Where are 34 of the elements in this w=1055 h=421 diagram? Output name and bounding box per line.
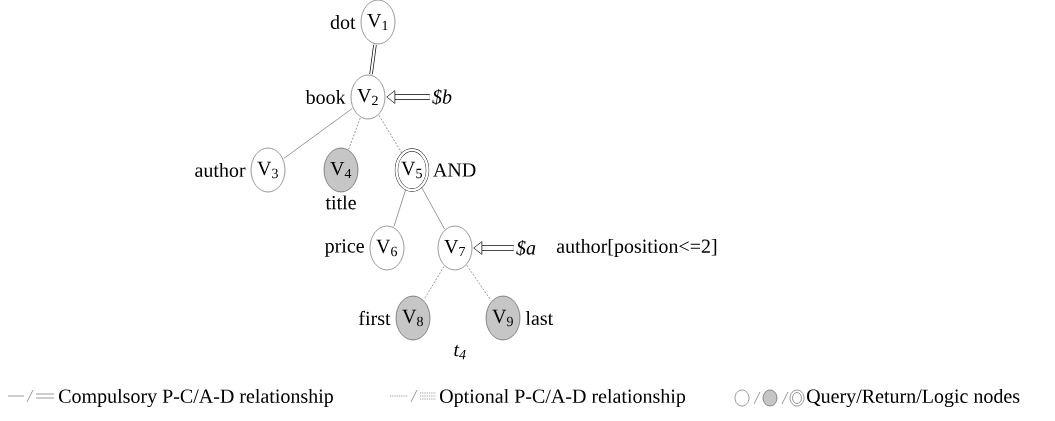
tree-edge (466, 265, 492, 301)
node-label: author (195, 162, 246, 178)
return-node: V$_{9}$ (485, 295, 521, 341)
tree-edge (393, 189, 406, 227)
query-node: V$_{3}$ (250, 147, 286, 193)
node-label: last (525, 310, 554, 326)
node-label: book (305, 89, 346, 105)
tree-edge (369, 43, 377, 76)
node-label: price (324, 239, 364, 257)
legend-text: Compulsory P-C/A-D relationship (59, 388, 333, 408)
query-node: V$_{7}$ (437, 225, 473, 271)
tree-label: t$_{4}$ (454, 344, 466, 360)
node-label: title (325, 195, 356, 210)
tree-edge (421, 187, 445, 230)
return-node: V$_{4}$ (323, 147, 359, 193)
variable-label: $a (516, 240, 536, 256)
tree-edge (348, 117, 361, 150)
node-label: AND (433, 163, 476, 177)
tree-edge (378, 115, 403, 154)
arrow (473, 241, 514, 255)
arrow (386, 90, 430, 104)
node-label: first (359, 310, 391, 326)
query-node: V$_{6}$ (369, 225, 405, 271)
legend-text: Optional P-C/A-D relationship (440, 388, 686, 408)
condition-label: author[position<=2] (556, 238, 717, 258)
node-label: dot (330, 14, 356, 30)
logic-node: V$_{5}$ (394, 148, 430, 192)
variable-label: $b (432, 89, 452, 105)
legend-text: Query/Return/Logic nodes (807, 388, 1020, 408)
query-node: V$_{1}$ (360, 0, 396, 45)
query-node: V$_{2}$ (350, 74, 386, 120)
tree-edge (423, 266, 445, 300)
tree-edge (283, 108, 353, 159)
return-node: V$_{8}$ (395, 295, 431, 341)
